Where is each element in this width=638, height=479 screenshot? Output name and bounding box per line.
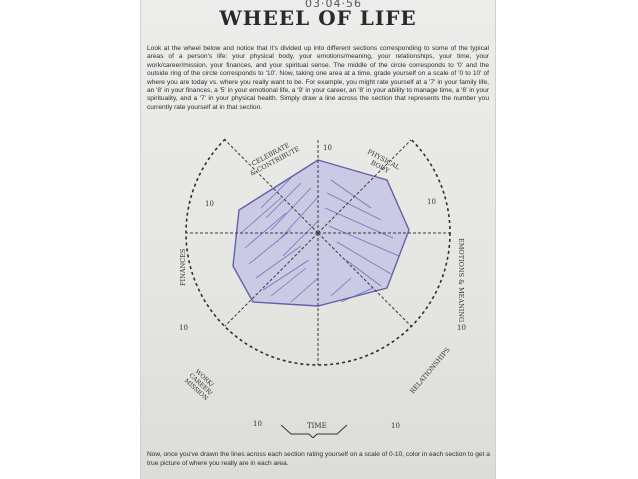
instructions-paragraph: Look at the wheel below and notice that … [147,45,489,112]
label-finances: FINANCES [179,249,187,286]
label-time: TIME [307,422,327,430]
tick-label-right: 10 [457,324,466,332]
tick-label-top: 10 [323,144,332,152]
tick-label-left: 10 [179,324,188,332]
wheel-of-life-diagram: 10 10 10 10 10 10 10 CELEBRATE & CONTRIB… [141,138,495,438]
tick-label-bottom-left: 10 [253,420,262,428]
footer-instructions: Now, once you've drawn the lines across … [147,450,493,468]
tick-label-top-left: 10 [205,200,214,208]
worksheet-page: 03·04·56 WHEEL OF LIFE Look at the wheel… [141,0,495,479]
tick-label-bottom-right: 10 [391,422,400,430]
page-title: WHEEL OF LIFE [141,6,495,30]
label-emotions-meaning: EMOTIONS & MEANING [457,238,465,322]
label-work-career-mission: WORK/ CAREER/ MISSION [183,367,220,403]
tick-label-top-right: 10 [427,198,436,206]
label-relationships: RELATIONSHIPS [408,346,451,395]
label-celebrate-contribute: CELEBRATE & CONTRIBUTE [245,138,301,178]
